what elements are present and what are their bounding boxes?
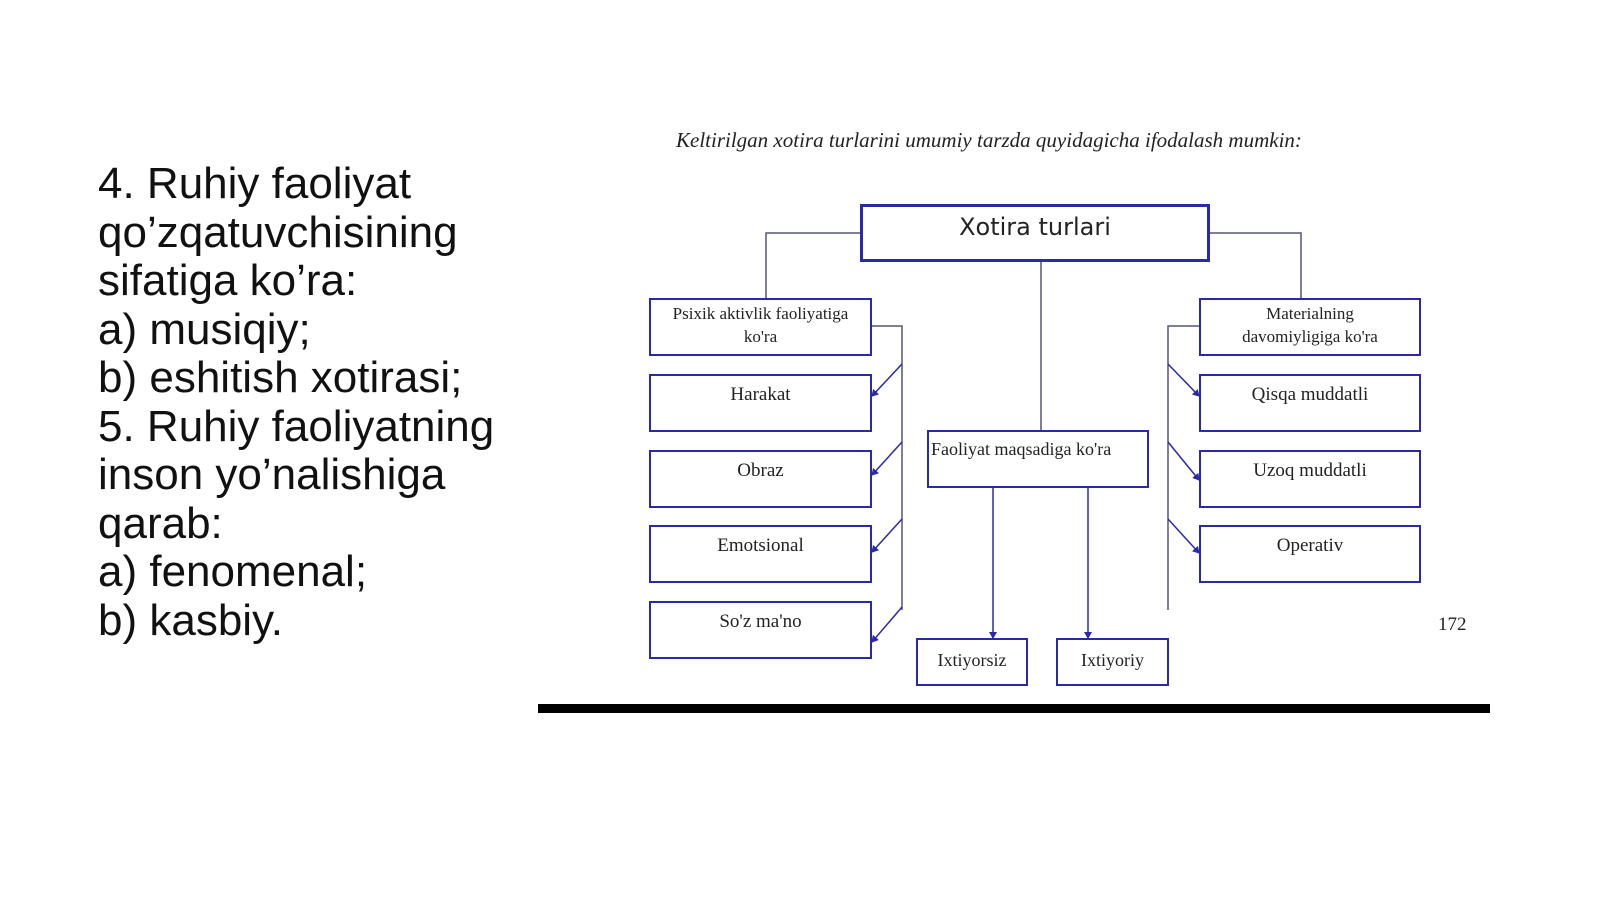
connector-left-item bbox=[871, 518, 903, 553]
page-number: 172 bbox=[1438, 614, 1467, 635]
node-middle-branch-title: Faoliyat maqsadiga ko'ra bbox=[927, 430, 1149, 488]
connector-right-item bbox=[1167, 441, 1200, 481]
text-line: 4. Ruhiy faoliyat bbox=[98, 160, 412, 208]
connector-root-right bbox=[1210, 232, 1302, 298]
connector-right-rail bbox=[1167, 325, 1199, 610]
node-left-item: So'z ma'no bbox=[649, 601, 872, 659]
node-left-item: Harakat bbox=[649, 374, 872, 432]
text-line: b) eshitish xotirasi; bbox=[98, 353, 463, 402]
node-right-item: Qisqa muddatli bbox=[1199, 374, 1421, 432]
node-middle-item: Ixtiyorsiz bbox=[916, 638, 1028, 686]
node-right-title-line: Materialning bbox=[1266, 304, 1354, 323]
node-left-item: Obraz bbox=[649, 450, 872, 508]
bottom-divider bbox=[538, 704, 1490, 713]
connector-left-rail bbox=[872, 325, 903, 610]
slide-text: 4. Ruhiy faoliyat qo’zqatuvchisining sif… bbox=[98, 160, 538, 645]
connector-left-item bbox=[871, 441, 903, 476]
node-middle-item: Ixtiyoriy bbox=[1056, 638, 1169, 686]
text-line: sifatiga ko’ra: bbox=[98, 256, 358, 305]
diagram-caption: Keltirilgan xotira turlarini umumiy tarz… bbox=[676, 128, 1302, 152]
connector-right-item bbox=[1167, 518, 1200, 554]
connector-right-item bbox=[1167, 363, 1200, 397]
node-right-branch-title: Materialning davomiyligiga ko'ra bbox=[1199, 298, 1421, 356]
connector-left-item bbox=[871, 363, 903, 397]
text-line: a) fenomenal; bbox=[98, 547, 368, 596]
node-left-title-line: Psixik aktivlik faoliyatiga bbox=[672, 304, 849, 323]
node-right-item: Uzoq muddatli bbox=[1199, 450, 1421, 508]
connector-root-left bbox=[765, 232, 860, 298]
text-line: b) kasbiy. bbox=[98, 595, 284, 645]
node-root: Xotira turlari bbox=[860, 204, 1210, 262]
connector-left-item bbox=[871, 606, 903, 643]
text-line: a) musiqiy; bbox=[98, 304, 311, 354]
node-left-item: Emotsional bbox=[649, 525, 872, 583]
text-line: qo’zqatuvchisining bbox=[98, 207, 458, 257]
text-line: qarab: bbox=[98, 498, 223, 548]
text-line: inson yo’nalishiga bbox=[98, 450, 446, 499]
text-line: 5. Ruhiy faoliyatning bbox=[98, 401, 495, 451]
node-left-title-line: ko'ra bbox=[743, 327, 778, 346]
node-left-branch-title: Psixik aktivlik faoliyatiga ko'ra bbox=[649, 298, 872, 356]
node-right-title-line: davomiyligiga ko'ra bbox=[1242, 327, 1378, 346]
node-right-item: Operativ bbox=[1199, 525, 1421, 583]
